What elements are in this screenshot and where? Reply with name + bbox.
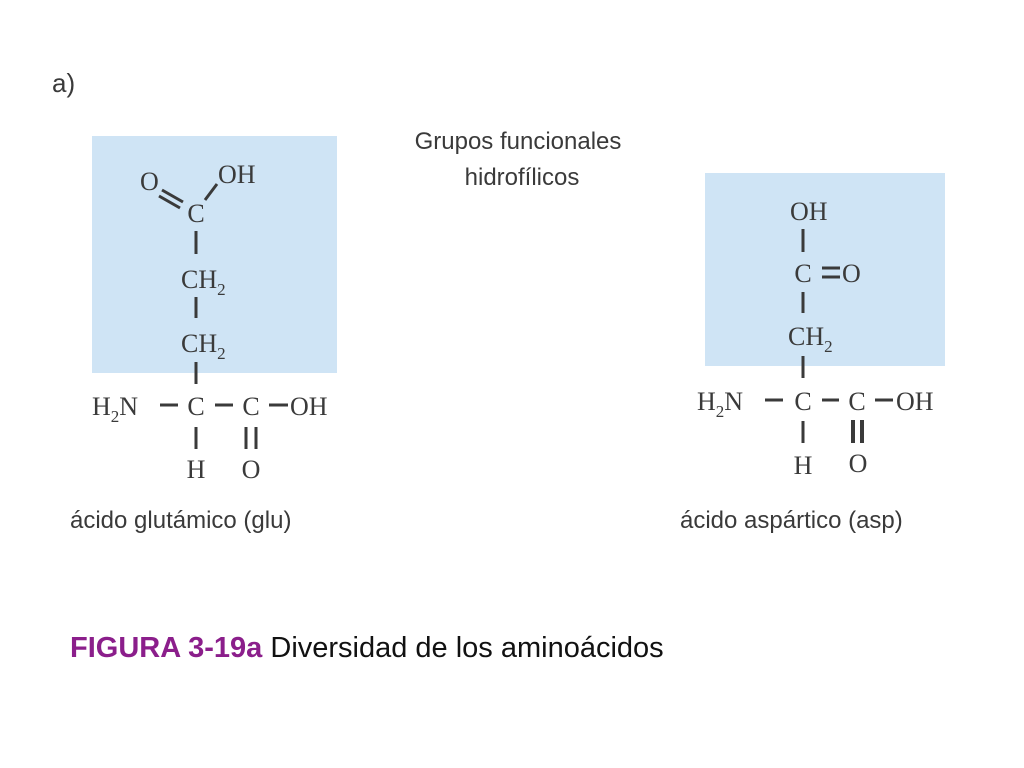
glutamic-acid-name: ácido glutámico (glu) (70, 507, 291, 534)
glu-atom-c-alpha: C (187, 392, 204, 421)
figure-caption: FIGURA 3-19a Diversidad de los aminoácid… (70, 632, 664, 665)
aspartic-acid-structure: OH C O CH2 H2N C C OH H O ácido aspártic… (680, 173, 945, 534)
figure-caption-text: Diversidad de los aminoácidos (262, 632, 664, 664)
asp-atom-h2n: H2N (697, 387, 743, 421)
asp-atom-oh-top: OH (790, 197, 828, 226)
aspartic-acid-name: ácido aspártico (asp) (680, 507, 903, 534)
glu-atom-ch2-b: CH2 (181, 329, 226, 363)
glu-atom-h-bottom: H (187, 455, 206, 484)
glu-atom-h2n: H2N (92, 392, 138, 426)
asp-atom-o-side: O (842, 259, 861, 288)
glu-atom-c-carboxyl: C (242, 392, 259, 421)
glu-atom-c1: C (187, 199, 204, 228)
asp-atom-oh-right: OH (896, 387, 934, 416)
asp-atom-c1: C (794, 259, 811, 288)
functional-groups-title: Grupos funcionales (415, 128, 622, 155)
glutamic-acid-structure: O OH C CH2 CH2 H2N C C OH H O ácido glut… (70, 136, 337, 534)
asp-atom-c-carboxyl: C (848, 387, 865, 416)
glu-atom-o-bottom: O (242, 455, 261, 484)
asp-atom-h-bottom: H (794, 451, 813, 480)
glu-atom-oh-right: OH (290, 392, 328, 421)
glu-atom-oh-top: OH (218, 160, 256, 189)
glu-atom-ch2-a: CH2 (181, 265, 226, 299)
panel-label: a) (52, 68, 75, 98)
amino-acid-diagram: a) Grupos funcionales hidrofílicos O OH … (52, 68, 945, 534)
glu-atom-o-top: O (140, 167, 159, 196)
asp-atom-ch2: CH2 (788, 322, 833, 356)
asp-atom-o-bottom: O (849, 449, 868, 478)
asp-atom-c-alpha: C (794, 387, 811, 416)
glutamic-hydrophilic-highlight (92, 136, 337, 373)
figure-id: FIGURA 3-19a (70, 632, 263, 664)
functional-groups-subtitle: hidrofílicos (465, 164, 580, 191)
